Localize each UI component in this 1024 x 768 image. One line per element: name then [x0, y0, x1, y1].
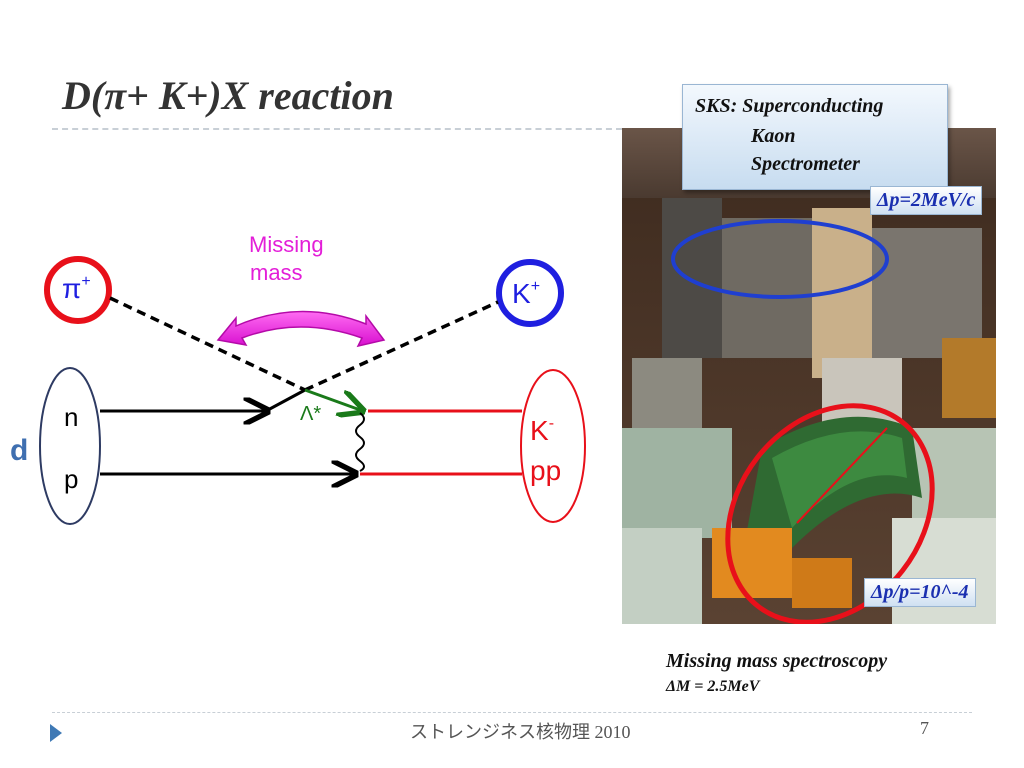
- sks-callout-line3: Spectrometer: [751, 153, 860, 175]
- reaction-diagram: π+ K+ Missing mass n p d Λ* K- pp: [10, 232, 586, 525]
- k-plus-circle: [496, 259, 564, 327]
- pi-plus-line: [109, 296, 306, 392]
- missing-mass-arrow: [216, 310, 386, 348]
- sks-callout: SKS: Superconducting Kaon Spectrometer: [682, 84, 948, 190]
- pi-plus-circle: [44, 256, 112, 324]
- kpp-k-label: K-: [530, 415, 554, 446]
- slide-title: D(π+ K+)X reaction: [62, 73, 394, 118]
- kpp-pp-label: pp: [530, 455, 561, 486]
- caption-line1: Missing mass spectroscopy: [666, 650, 888, 672]
- kpp-ellipse: [520, 369, 586, 523]
- footer-arrow-icon: [50, 724, 62, 742]
- sks-callout-line1: SKS: Superconducting: [695, 95, 884, 117]
- proton-label: p: [64, 464, 78, 494]
- neutron-to-vertex: [265, 388, 306, 413]
- deuteron-ellipse: [39, 367, 101, 525]
- missing-mass-label-line1: Missing: [249, 232, 324, 257]
- sks-beam-arrow: [796, 427, 888, 524]
- deuteron-label: d: [10, 434, 28, 467]
- lambda-star-line: [304, 388, 363, 411]
- momentum-resolution-label: Δp=2MeV/c: [870, 186, 983, 215]
- sks-callout-line2: Kaon: [751, 125, 796, 147]
- neutron-label: n: [64, 402, 78, 432]
- page-number: 7: [920, 718, 929, 738]
- sks-upper-highlight: [671, 219, 889, 299]
- caption-line2: ΔM = 2.5MeV: [666, 678, 760, 695]
- lambda-star-label: Λ*: [300, 403, 321, 425]
- missing-mass-label-line2: mass: [250, 260, 303, 285]
- k-plus-line: [304, 300, 499, 392]
- title-divider: [52, 128, 622, 130]
- exchange-wavy-line: [355, 412, 365, 472]
- footer-text: ストレンジネス核物理 2010: [410, 722, 631, 742]
- pi-plus-label: π+: [62, 273, 91, 304]
- relative-resolution-label: Δp/p=10^-4: [864, 578, 976, 607]
- sks-magnet-highlight: [725, 403, 935, 624]
- footer-divider: [52, 712, 972, 713]
- k-plus-label: K+: [512, 278, 540, 309]
